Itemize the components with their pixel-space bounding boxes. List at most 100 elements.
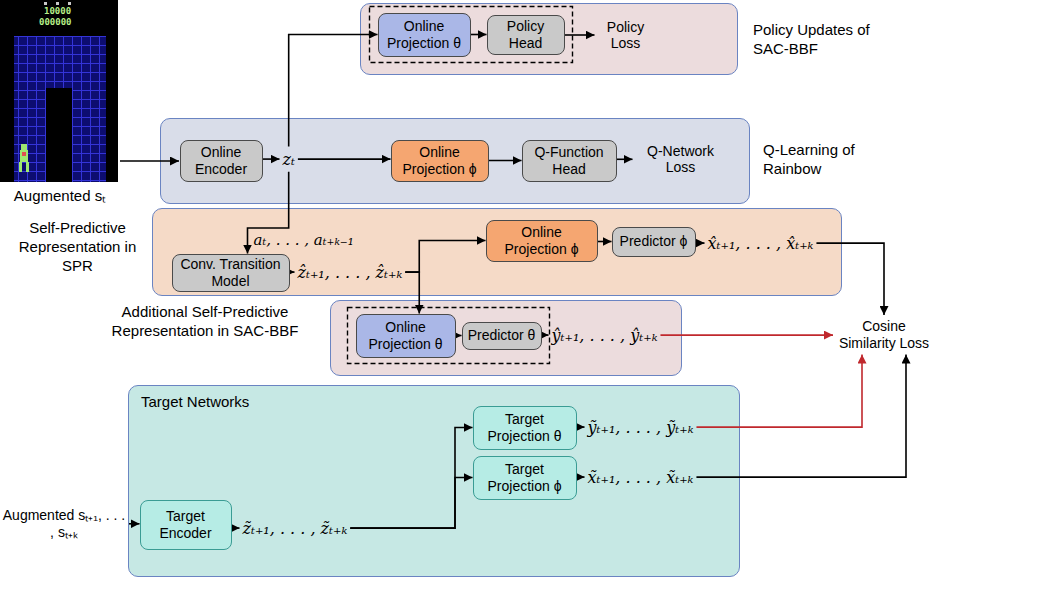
game-screenshot	[0, 0, 120, 184]
text-node: Policy Loss	[598, 19, 654, 53]
group-band: Policy Updates of SAC-BBFOnline Projecti…	[360, 3, 738, 75]
node-text: Target Projection θ	[478, 411, 572, 445]
edge-label-holder: aₜ, . . . , aₜ₊ₖ₋₁	[254, 231, 354, 249]
connector-arrow	[617, 158, 633, 160]
group-heading: Policy Updates of SAC-BBF	[753, 21, 870, 57]
heading-holder: Q-Learning of Rainbow	[763, 141, 903, 179]
input-label: Augmented sₜ	[14, 187, 106, 204]
node-text: Cosine Similarity Loss	[839, 318, 929, 351]
group-heading: Additional Self-Predictive Representatio…	[112, 303, 299, 339]
connector-arrow	[660, 334, 833, 336]
math-label: zₜ	[283, 150, 295, 169]
node-text: Online Projection θ	[361, 319, 451, 353]
node-text: Augmented sₜ₊₁, . . . , sₜ₊ₖ	[3, 507, 125, 540]
connector-arrow	[471, 34, 487, 36]
connector-arrow	[816, 243, 884, 315]
connector-arrow	[263, 158, 280, 160]
node-text: ỹₜ₊₁, . . . , ỹₜ₊ₖ	[588, 418, 694, 437]
connector-arrow	[696, 355, 906, 478]
math-label: ẑₜ₊₁, . . . , ẑₜ₊ₖ	[298, 263, 403, 282]
connector-arrow	[577, 426, 585, 428]
edge-label: aₜ, . . . , aₜ₊ₖ₋₁	[254, 231, 354, 249]
group-heading: Q-Learning of Rainbow	[763, 141, 855, 177]
node-text: Q-Function Head	[527, 144, 612, 178]
math-label: ỹₜ₊₁, . . . , ỹₜ₊ₖ	[588, 418, 694, 437]
connector-arrow	[489, 160, 522, 162]
process-box: Online Encoder	[180, 140, 263, 182]
label-holder: 10000	[44, 6, 71, 16]
process-box: Online Projection θ	[378, 13, 471, 57]
math-label: x̂ₜ₊₁, . . . , x̂ₜ₊ₖ	[708, 234, 814, 253]
heading-holder: Self-Predictive Representation in SPR	[5, 219, 150, 275]
connector-arrow	[577, 476, 585, 478]
dashed-group	[370, 7, 573, 63]
connector-arrow	[456, 335, 462, 337]
label-holder: 000000	[39, 17, 72, 27]
node-text: zₜ	[283, 150, 295, 169]
connector-arrow	[290, 271, 295, 273]
connector-arrow	[696, 355, 862, 428]
process-box: Online Projection ϕ	[486, 220, 598, 262]
text-node: Cosine Similarity Loss	[836, 318, 932, 352]
connector-arrow	[696, 242, 705, 244]
connector-arrow	[350, 428, 472, 529]
connector-arrow	[565, 34, 595, 36]
node-text: Target Projection ϕ	[478, 461, 572, 495]
heading-holder: Target Networks	[141, 393, 281, 412]
connector-arrow	[298, 158, 391, 160]
process-box: Target Encoder	[140, 500, 232, 550]
process-box: Predictor θ	[462, 322, 542, 350]
node-text: Conv. Transition Model	[177, 256, 285, 290]
node-text: Predictor ϕ	[620, 233, 688, 250]
connector-arrow	[232, 527, 240, 529]
node-text: Online Encoder	[185, 144, 258, 178]
connector-arrow	[405, 272, 419, 313]
heading-holder: Additional Self-Predictive Representatio…	[83, 303, 327, 341]
text-node: Augmented sₜ₊₁, . . . , sₜ₊ₖ	[2, 507, 126, 541]
connector-arrow	[542, 334, 549, 336]
process-box: Target Projection ϕ	[473, 456, 577, 500]
heading-holder: Policy Updates of SAC-BBF	[753, 21, 903, 59]
group-band: Self-Predictive Representation in SPRCon…	[152, 208, 842, 296]
connector-arrow	[289, 35, 378, 147]
connector-arrow	[129, 523, 140, 525]
process-box: Predictor ϕ	[612, 227, 696, 257]
math-label: x̃ₜ₊₁, . . . , x̃ₜ₊ₖ	[588, 468, 694, 487]
group-heading: Self-Predictive Representation in SPR	[19, 219, 137, 274]
node-text: z̃ₜ₊₁, . . . , z̃ₜ₊ₖ	[243, 519, 348, 538]
node-text: x̂ₜ₊₁, . . . , x̂ₜ₊ₖ	[708, 234, 814, 253]
node-text: Target Encoder	[145, 508, 227, 542]
dashed-group	[348, 308, 550, 364]
node-text: Q-Network Loss	[647, 143, 714, 176]
node-text: Predictor θ	[468, 327, 536, 344]
label-holder: Augmented sₜ	[5, 187, 115, 205]
input-arrow	[120, 160, 179, 162]
process-box: Policy Head	[487, 15, 565, 55]
process-box: Online Projection ϕ	[391, 140, 489, 182]
node-text: Online Projection θ	[383, 18, 466, 52]
group-band: Q-Learning of RainbowOnline EncoderzₜOnl…	[160, 118, 750, 204]
score-text: 000000	[39, 17, 72, 27]
process-box: Conv. Transition Model	[172, 254, 290, 292]
process-box: Online Projection θ	[356, 314, 456, 358]
node-text: x̃ₜ₊₁, . . . , x̃ₜ₊ₖ	[588, 468, 694, 487]
node-text: Online Projection ϕ	[396, 144, 484, 178]
text-node: Q-Network Loss	[636, 143, 726, 177]
node-text: ŷₜ₊₁, . . . , ŷₜ₊ₖ	[552, 326, 658, 345]
math-label: z̃ₜ₊₁, . . . , z̃ₜ₊ₖ	[243, 519, 348, 538]
group-band: Target NetworksTarget Encoder z̃ₜ₊₁, . . …	[128, 385, 740, 577]
node-text: Policy Head	[492, 18, 560, 52]
group-heading: Target Networks	[141, 393, 249, 410]
process-box: Target Projection θ	[473, 406, 577, 450]
connector-arrow	[248, 172, 289, 254]
group-band: Additional Self-Predictive Representatio…	[330, 300, 682, 376]
math-label: ŷₜ₊₁, . . . , ŷₜ₊ₖ	[552, 326, 658, 345]
connector-arrow	[350, 478, 472, 529]
connector-arrow	[405, 241, 485, 273]
connector-arrow	[598, 241, 612, 243]
process-box: Q-Function Head	[522, 140, 617, 182]
score-text: 10000	[44, 6, 71, 16]
node-text: Policy Loss	[607, 19, 644, 52]
node-text: Online Projection ϕ	[491, 224, 593, 258]
node-text: ẑₜ₊₁, . . . , ẑₜ₊ₖ	[298, 263, 403, 282]
